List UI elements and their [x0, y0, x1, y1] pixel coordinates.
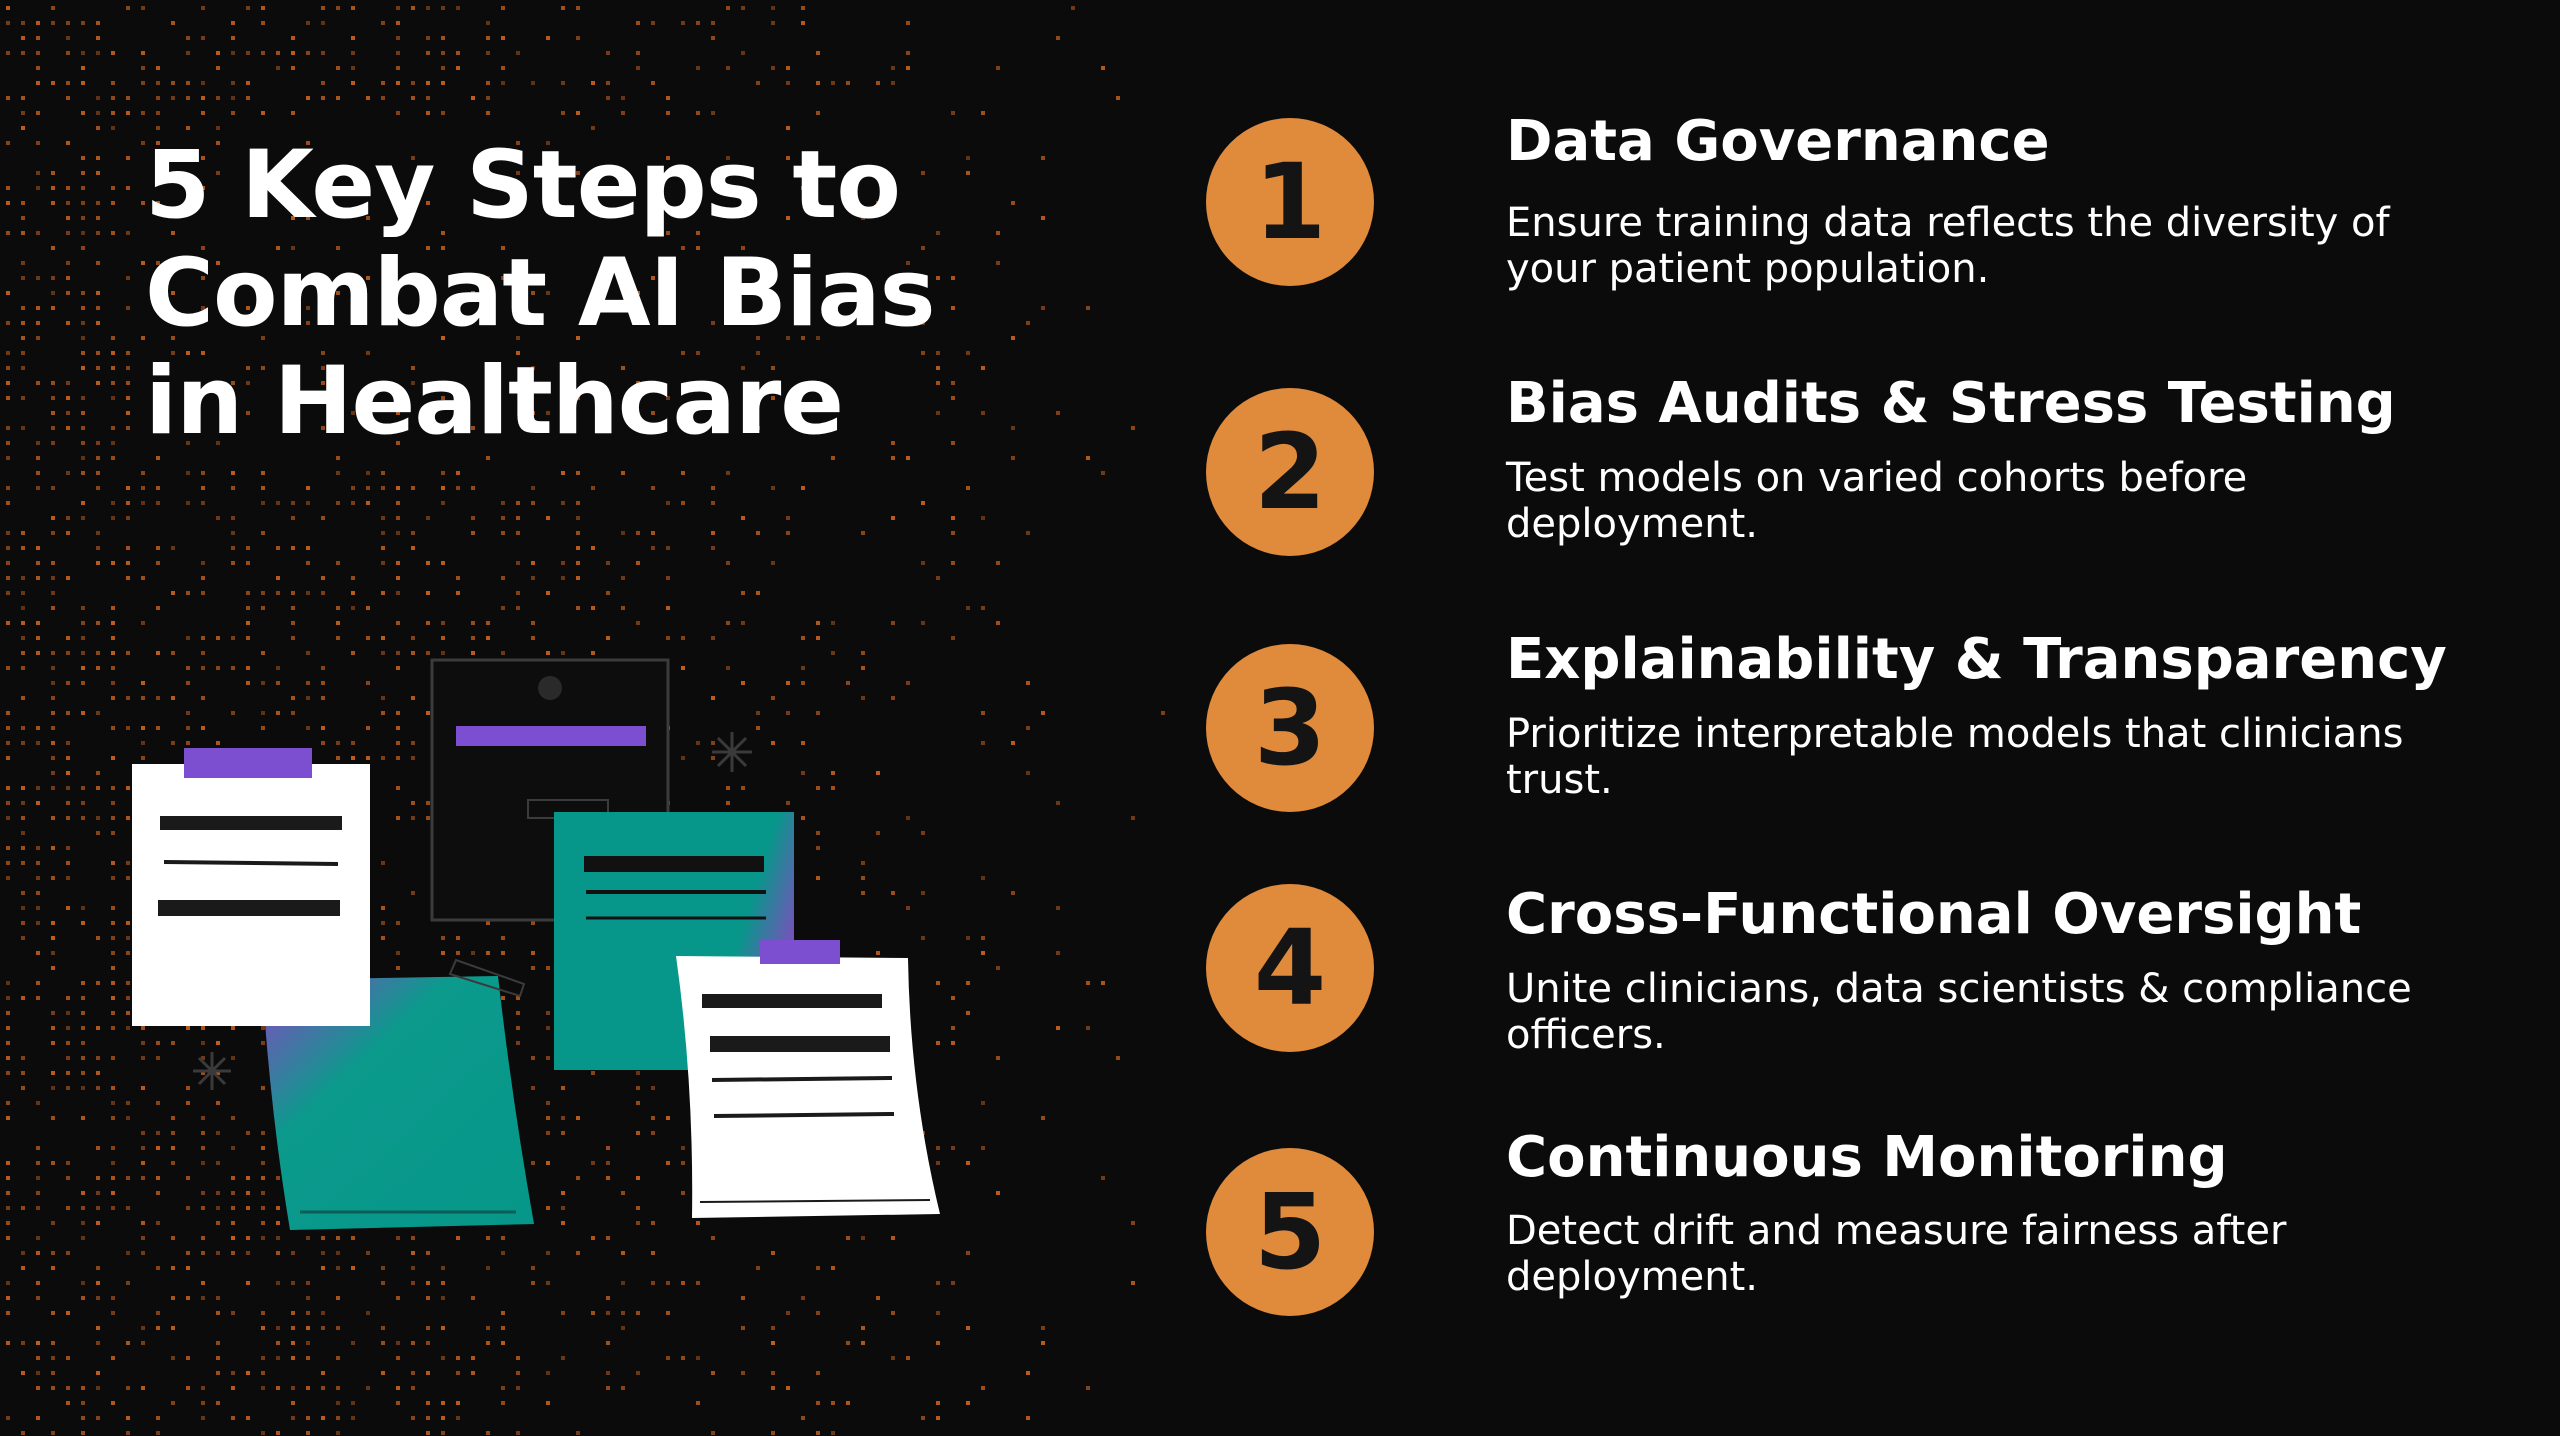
step-title: Data Governance: [1506, 109, 2050, 174]
sticky-notes-illustration: [132, 658, 940, 1230]
dark-note: [430, 658, 670, 922]
step-number-badge: 4: [1206, 884, 1374, 1052]
step-description: Test models on varied cohorts before dep…: [1506, 455, 2248, 547]
sparkle-icon: [193, 1052, 231, 1090]
step-title: Cross-Functional Oversight: [1506, 882, 2362, 947]
white-note-right: [676, 940, 940, 1218]
step-description: Unite clinicians, data scientists & comp…: [1506, 966, 2412, 1058]
step-description: Prioritize interpretable models that cli…: [1506, 711, 2404, 803]
white-note-left: [132, 748, 370, 1026]
step-number-badge: 1: [1206, 118, 1374, 286]
sparkle-icon: [712, 732, 752, 772]
step-title: Continuous Monitoring: [1506, 1125, 2228, 1190]
step-number-badge: 5: [1206, 1148, 1374, 1316]
step-number-badge: 2: [1206, 388, 1374, 556]
step-description: Ensure training data reflects the divers…: [1506, 200, 2390, 292]
teal-note-bottom: [262, 958, 534, 1230]
page-title: 5 Key Steps to Combat AI Bias in Healthc…: [145, 131, 936, 456]
step-title: Bias Audits & Stress Testing: [1506, 371, 2396, 436]
step-title: Explainability & Transparency: [1506, 627, 2447, 692]
step-number-badge: 3: [1206, 644, 1374, 812]
step-description: Detect drift and measure fairness after …: [1506, 1208, 2287, 1300]
